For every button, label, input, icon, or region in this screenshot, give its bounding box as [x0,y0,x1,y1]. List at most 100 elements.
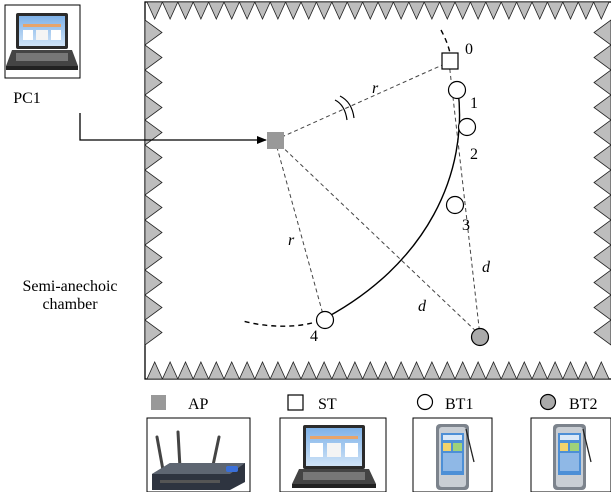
position-arc-extension-top [440,29,453,67]
position-arc [317,89,461,323]
absorber-cone [300,361,318,380]
radius-label-top: r [372,80,379,97]
absorber-cone [144,169,163,196]
radius-line-ap-pos4 [274,139,325,319]
absorber-cone [577,1,595,20]
absorber-cone [593,94,611,121]
absorber-cone [161,1,179,20]
absorber-cone [146,361,164,380]
absorber-cone [254,361,271,380]
line-ap-bt2 [274,139,482,337]
absorber-cone [144,94,163,121]
position-label-3: 3 [462,217,470,234]
absorber-cone [408,361,425,380]
absorber-cone [377,1,395,20]
absorber-cone [531,361,549,380]
absorber-cone [593,244,611,271]
legend-st-swatch [287,394,304,411]
absorber-cone [438,361,456,380]
absorber-cone [315,1,333,20]
absorber-cone [593,119,611,146]
radius-label-left: r [288,232,295,249]
radio-wave-arc-2 [339,95,355,119]
absorber-cone [315,361,333,380]
legend: AP ST BT1 BT2 [151,393,597,413]
absorber-cone [408,1,425,20]
absorber-cone [531,1,549,20]
absorber-cone [593,194,611,221]
chamber-label-line1: Semi-anechoic [22,278,117,295]
absorber-cone [300,1,318,20]
absorber-cone [207,1,225,20]
absorber-cone [146,1,164,20]
absorber-cone [593,69,611,96]
bt1-marker-position-4 [315,310,335,330]
legend-bt1-label: BT1 [445,396,473,413]
absorber-cone [144,219,163,246]
absorber-cone [346,1,364,20]
st-marker-position-0 [441,52,459,70]
absorber-cone [592,361,610,380]
absorber-cone [144,244,163,271]
absorber-cones [144,1,611,380]
pc1-laptop-icon [4,4,81,79]
distance-label-right: d [482,259,491,276]
absorber-cone [546,1,564,20]
absorber-cone [500,1,518,20]
absorber-cone [593,319,611,346]
absorber-cone [562,361,579,380]
pda-icon [530,417,611,493]
absorber-cone [515,361,533,380]
bt1-marker-position-2 [457,117,477,137]
position-label-2: 2 [470,146,478,163]
absorber-cone [546,361,564,380]
absorber-cone [392,1,410,20]
absorber-cone [361,361,379,380]
absorber-cone [469,1,487,20]
legend-st-label: ST [318,396,337,413]
absorber-cone [392,361,410,380]
absorber-cone [485,1,502,20]
router-icon [146,417,251,493]
position-label-1: 1 [470,95,478,112]
absorber-cone [144,44,163,71]
pc1-label: PC1 [13,90,41,107]
absorber-cone [177,1,194,20]
absorber-cone [593,294,611,321]
absorber-cone [207,361,225,380]
absorber-cone [144,194,163,221]
absorber-cone [438,1,456,20]
absorber-cone [592,1,610,20]
bt1-marker-position-3 [445,195,465,215]
radius-line-ap-st [274,61,450,141]
absorber-cone [269,361,287,380]
absorber-cone [144,69,163,96]
absorber-cone [192,361,210,380]
absorber-cone [593,169,611,196]
absorber-cone [144,144,163,171]
absorber-cone [515,1,533,20]
absorber-cone [361,1,379,20]
radio-wave-arc-1 [334,99,348,121]
absorber-cone [377,361,395,380]
legend-ap-label: AP [188,396,209,413]
absorber-cone [485,361,502,380]
pc1-ap-connection-arrow [79,113,267,144]
absorber-cone [454,1,472,20]
absorber-cone [284,1,302,20]
absorber-cone [331,1,348,20]
absorber-cone [593,44,611,71]
absorber-cone [593,269,611,296]
chamber-label-line2: chamber [42,296,98,313]
absorber-cone [144,19,163,46]
legend-bt2-swatch [539,393,557,411]
position-label-4: 4 [310,328,318,345]
absorber-cone [577,361,595,380]
absorber-cone [593,219,611,246]
absorber-cone [469,361,487,380]
absorber-cone [562,1,579,20]
absorber-cone [238,361,256,380]
absorber-cone [161,361,179,380]
